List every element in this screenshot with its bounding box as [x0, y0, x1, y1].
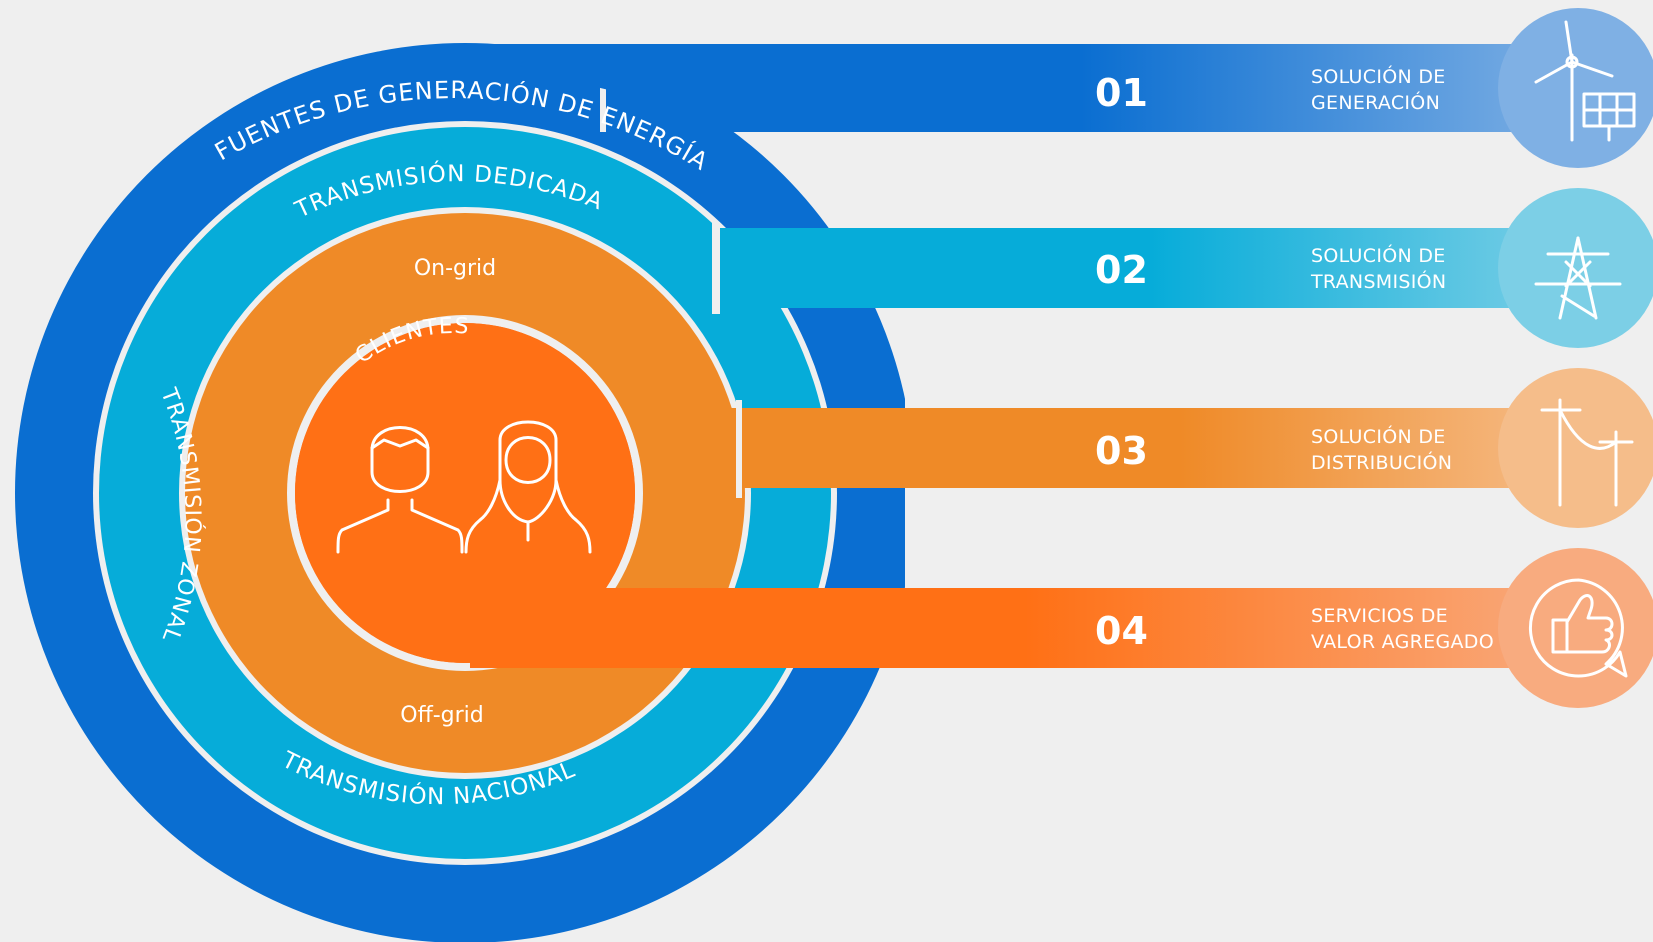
solution-03-icon-circle [1498, 368, 1653, 528]
solution-03-number: 03 [1095, 429, 1148, 473]
center-overlay [295, 323, 635, 663]
solution-04-line2: VALOR AGREGADO [1311, 631, 1494, 653]
solution-03-line1: SOLUCIÓN DE [1311, 424, 1446, 448]
thumbs-up-icon [1528, 578, 1628, 678]
man-icon [336, 426, 464, 554]
center-band-bridge [470, 588, 650, 668]
solution-01-line2: GENERACIÓN [1311, 90, 1440, 114]
band-04 [470, 588, 1580, 668]
solution-01-number: 01 [1095, 71, 1148, 115]
band-03 [690, 400, 1580, 498]
solution-02-icon-circle [1498, 188, 1653, 348]
solution-04-number: 04 [1095, 609, 1148, 653]
utility-pole-icon [1540, 398, 1634, 507]
solution-01-line1: SOLUCIÓN DE [1311, 64, 1446, 88]
solution-04-icon-circle [1498, 548, 1653, 708]
solution-04-line1: SERVICIOS DE [1311, 605, 1448, 627]
third-ring-top-label: On-grid [414, 256, 496, 281]
band-01 [470, 44, 1580, 132]
solution-03-line2: DISTRIBUCIÓN [1311, 450, 1452, 474]
solution-01-icon-circle [1498, 8, 1653, 168]
third-ring-bottom-label: Off-grid [400, 703, 484, 728]
solution-02-line1: SOLUCIÓN DE [1311, 243, 1446, 267]
solution-02-line2: TRANSMISIÓN [1310, 269, 1446, 293]
band-02 [620, 222, 1580, 314]
wind-solar-icon [1534, 20, 1636, 142]
woman-icon [464, 420, 592, 554]
transmission-tower-icon [1534, 236, 1622, 320]
solution-02-number: 02 [1095, 248, 1148, 292]
